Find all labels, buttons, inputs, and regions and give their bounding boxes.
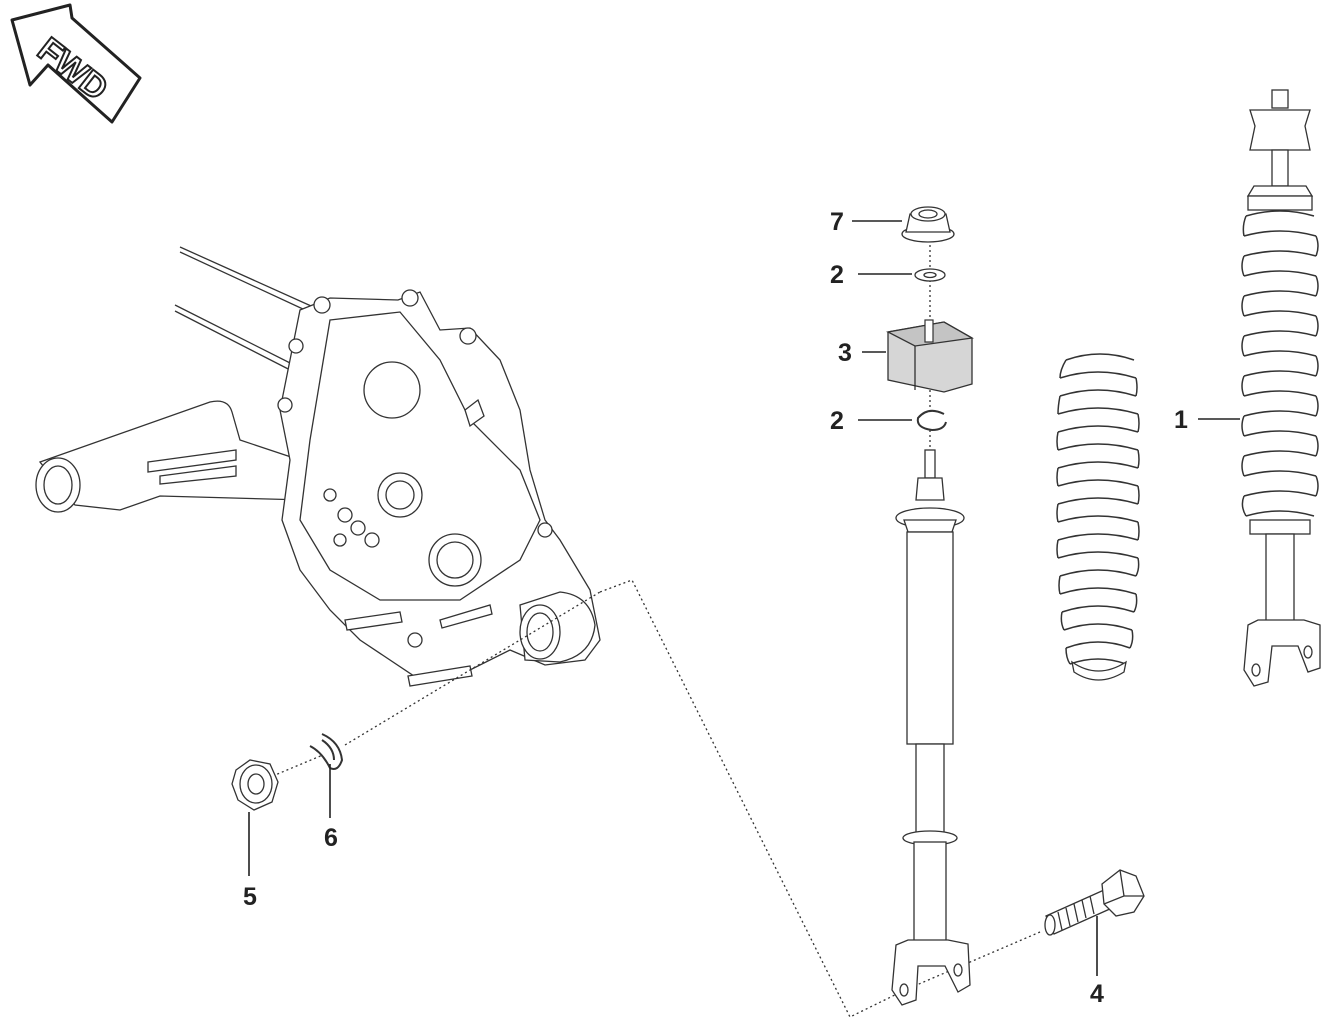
callout-labels: 7 2 3 2 1 6 5 4 [243, 208, 1188, 1008]
callout-2-upper: 2 [830, 261, 844, 289]
leader-lines [248, 220, 1240, 976]
damper-part [891, 449, 971, 1006]
engine-case-illustration [35, 246, 601, 687]
callout-7: 7 [830, 208, 844, 236]
fwd-arrow-icon: FWD [10, 3, 142, 124]
lock-washer-part [309, 733, 344, 770]
hex-nut-part [231, 759, 279, 811]
callout-2-lower: 2 [830, 407, 844, 435]
callout-6: 6 [324, 824, 338, 852]
callout-1: 1 [1174, 406, 1188, 434]
bushing-part [886, 319, 974, 393]
washer-upper-part [914, 268, 946, 282]
shock-assembly-part [1241, 89, 1321, 687]
flange-nut-part [901, 206, 955, 243]
callout-5: 5 [243, 883, 257, 911]
callout-4: 4 [1090, 980, 1104, 1008]
hex-bolt-part [1044, 869, 1145, 936]
callout-3: 3 [838, 339, 852, 367]
coil-spring-part [1056, 353, 1140, 681]
circlip-part [916, 409, 947, 432]
